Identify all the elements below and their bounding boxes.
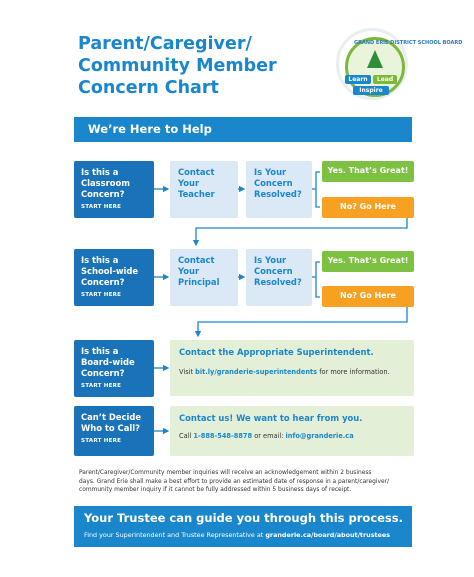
connector-row2-row3 bbox=[194, 307, 408, 338]
question-line: Is this a bbox=[81, 346, 119, 356]
resolved-line: Concern bbox=[254, 178, 293, 188]
trustee-heading: Your Trustee can guide you through this … bbox=[84, 511, 403, 525]
footnote-line: days. Grand Erie shall make a best effor… bbox=[79, 478, 389, 485]
question-line: Is this a bbox=[81, 255, 119, 265]
no-go-here-box: No? Go Here bbox=[322, 286, 414, 307]
trustee-text-prefix: Find your Superintendent and Trustee Rep… bbox=[84, 531, 266, 539]
logo-tag-inspire: Inspire bbox=[353, 86, 389, 95]
question-line: Concern? bbox=[81, 368, 125, 378]
no-go-here-box: No? Go Here bbox=[322, 197, 414, 218]
question-line: Classroom bbox=[81, 178, 131, 188]
superintendent-panel: Contact the Appropriate Superintendent. … bbox=[170, 340, 414, 396]
help-banner: We’re Here to Help bbox=[74, 117, 412, 142]
footnote-line: Parent/Caregiver/Community member inquir… bbox=[79, 470, 372, 476]
yes-great-box: Yes. That’s Great! bbox=[322, 161, 414, 182]
call-mid: or email: bbox=[252, 432, 286, 440]
phone-link[interactable]: 1-888-548-8878 bbox=[193, 432, 253, 440]
yes-great-box: Yes. That’s Great! bbox=[322, 251, 414, 272]
title-line-3: Concern Chart bbox=[78, 78, 219, 98]
trustee-banner: Your Trustee can guide you through this … bbox=[74, 506, 412, 547]
board-wide-concern-box: Is this a Board-wide Concern? START HERE bbox=[74, 340, 154, 397]
logo-tag-lead: Lead bbox=[373, 75, 397, 84]
superintendent-heading: Contact the Appropriate Superintendent. bbox=[179, 347, 374, 357]
resolved-line: Concern bbox=[254, 266, 293, 276]
contact-line: Your bbox=[178, 178, 200, 188]
resolved-line: Is Your bbox=[254, 255, 287, 265]
question-line: Is this a bbox=[81, 167, 119, 177]
resolved-line: Resolved? bbox=[254, 189, 302, 199]
visit-prefix: Visit bbox=[179, 368, 196, 376]
contact-teacher-box: Contact Your Teacher bbox=[170, 161, 238, 218]
contact-line: Contact bbox=[178, 167, 215, 177]
contact-us-text: Call 1-888-548-8878 or email: info@grand… bbox=[179, 431, 414, 441]
cant-decide-box: Can’t Decide Who to Call? START HERE bbox=[74, 406, 154, 456]
question-line: Can’t Decide bbox=[81, 412, 142, 422]
tree-icon bbox=[367, 50, 383, 68]
email-link[interactable]: info@granderie.ca bbox=[285, 432, 354, 440]
resolved-line: Is Your bbox=[254, 167, 287, 177]
title-line-1: Parent/Caregiver/ bbox=[78, 34, 252, 54]
superintendent-visit-text: Visit bit.ly/granderie-superintendents f… bbox=[179, 367, 414, 377]
call-prefix: Call bbox=[179, 432, 194, 440]
question-line: Board-wide bbox=[81, 357, 135, 367]
question-line: Concern? bbox=[81, 189, 125, 199]
contact-us-heading: Contact us! We want to hear from you. bbox=[179, 413, 363, 423]
start-here-label: START HERE bbox=[81, 438, 122, 444]
contact-principal-box: Contact Your Principal bbox=[170, 249, 238, 306]
start-here-label: START HERE bbox=[81, 292, 122, 298]
start-here-label: START HERE bbox=[81, 383, 122, 389]
resolved-question-box: Is Your Concern Resolved? bbox=[246, 249, 312, 306]
trustee-text: Find your Superintendent and Trustee Rep… bbox=[84, 530, 412, 540]
contact-line: Contact bbox=[178, 255, 215, 265]
question-line: Concern? bbox=[81, 277, 125, 287]
resolved-question-box: Is Your Concern Resolved? bbox=[246, 161, 312, 218]
contact-line: Teacher bbox=[178, 189, 215, 199]
title-line-2: Community Member bbox=[78, 56, 277, 76]
classroom-concern-box: Is this a Classroom Concern? START HERE bbox=[74, 161, 154, 218]
branch-row1 bbox=[312, 171, 320, 208]
question-line: School-wide bbox=[81, 266, 139, 276]
contact-line: Principal bbox=[178, 277, 220, 287]
response-footnote: Parent/Caregiver/Community member inquir… bbox=[79, 469, 409, 495]
connector-row1-row2 bbox=[192, 218, 408, 247]
contact-us-panel: Contact us! We want to hear from you. Ca… bbox=[170, 406, 414, 456]
question-line: Who to Call? bbox=[81, 423, 140, 433]
trustee-link[interactable]: granderie.ca/board/about/trustees bbox=[265, 531, 391, 539]
logo-tag-learn: Learn bbox=[345, 75, 371, 84]
visit-suffix: for more information. bbox=[317, 368, 390, 376]
school-wide-concern-box: Is this a School-wide Concern? START HER… bbox=[74, 249, 154, 306]
start-here-label: START HERE bbox=[81, 204, 122, 210]
contact-line: Your bbox=[178, 266, 200, 276]
page-title: Parent/Caregiver/ Community Member Conce… bbox=[78, 33, 318, 99]
branch-row2 bbox=[312, 261, 320, 298]
resolved-line: Resolved? bbox=[254, 277, 302, 287]
footnote-line: community member inquiry if it cannot be… bbox=[79, 487, 352, 493]
superintendents-link[interactable]: bit.ly/granderie-superintendents bbox=[195, 368, 318, 376]
